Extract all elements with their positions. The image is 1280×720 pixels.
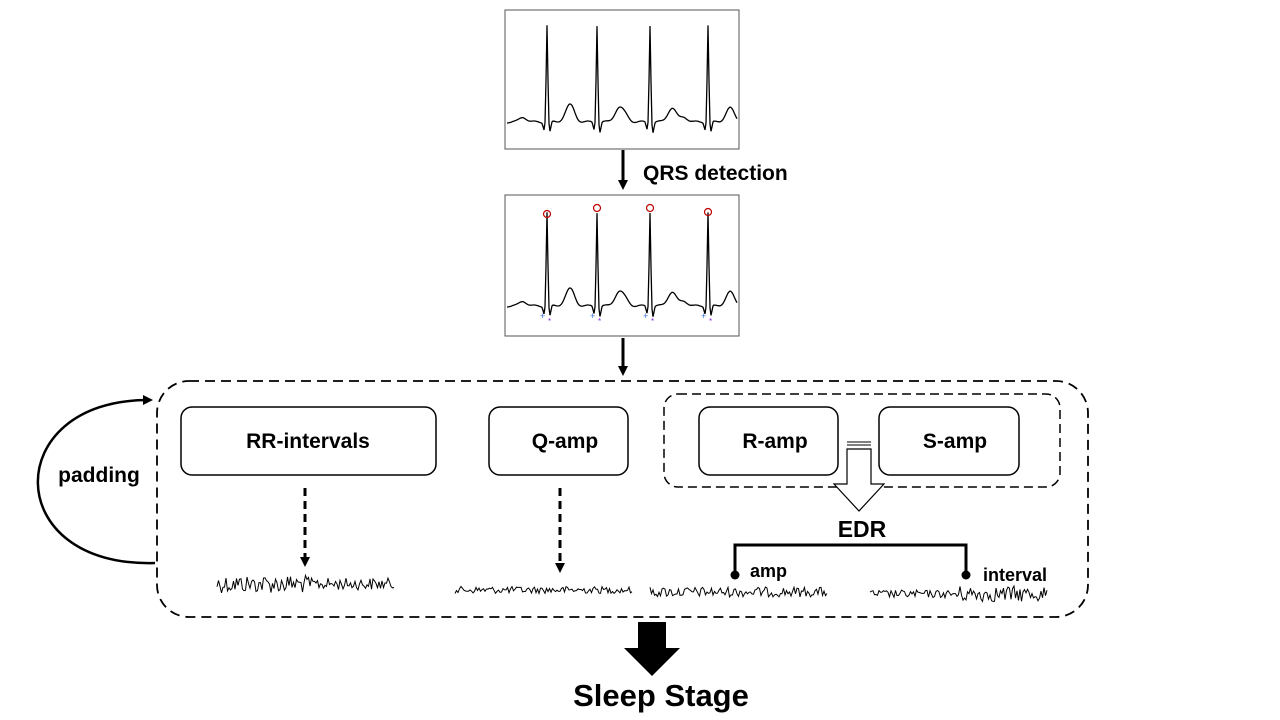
q-point-marker: +	[590, 311, 595, 321]
q-point-marker: +	[701, 311, 706, 321]
edr-interval-signal	[869, 584, 1048, 603]
q-amp-box	[488, 406, 629, 476]
r-peak-marker	[592, 203, 602, 213]
detected-ecg-trace	[507, 212, 738, 317]
qrs-markers: +*+*+*+*	[540, 203, 713, 326]
rr-intervals-box	[180, 406, 437, 476]
s-point-marker: *	[598, 317, 601, 326]
q-point-marker: +	[540, 311, 545, 321]
edr-amp-signal	[649, 585, 828, 599]
rr-intervals-label: RR-intervals	[246, 430, 370, 453]
padding-label: padding	[58, 464, 140, 487]
s-point-marker: *	[651, 317, 654, 326]
raw-ecg-trace	[507, 25, 738, 133]
padding-loop-arrow	[36, 395, 156, 565]
feature-container	[156, 380, 1089, 618]
q-amp-label: Q-amp	[532, 430, 599, 453]
q-amp-signal	[454, 585, 633, 596]
output-arrow	[624, 622, 680, 676]
r-peak-marker	[703, 207, 713, 217]
sleep-stage-label: Sleep Stage	[573, 678, 749, 713]
r-peak-marker	[645, 203, 655, 213]
s-amp-label: S-amp	[923, 430, 987, 453]
r-peak-marker	[542, 209, 552, 219]
s-amp-box	[878, 406, 1020, 476]
q-point-marker: +	[643, 311, 648, 321]
edr-label: EDR	[838, 516, 887, 542]
edr-amp-dot	[730, 570, 740, 580]
s-point-marker: *	[709, 317, 712, 326]
edr-block-arrow	[832, 441, 886, 512]
qrs-detection-label: QRS detection	[643, 162, 788, 185]
r-amp-box	[698, 406, 839, 476]
edr-amp-label: amp	[750, 561, 787, 581]
edr-interval-label: interval	[983, 565, 1047, 585]
edr-bracket	[733, 543, 968, 575]
edr-interval-dot	[961, 570, 971, 580]
rr-signal	[216, 573, 395, 594]
r-amp-label: R-amp	[742, 430, 807, 453]
s-point-marker: *	[548, 317, 551, 326]
